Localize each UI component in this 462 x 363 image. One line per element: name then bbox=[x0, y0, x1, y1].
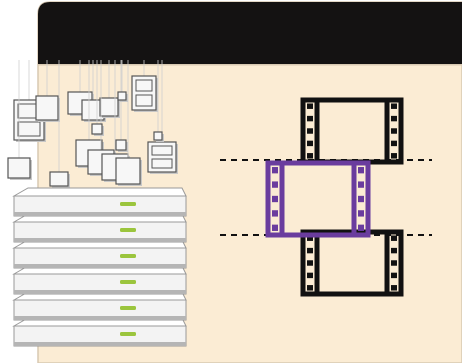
sprocket-hole bbox=[307, 273, 313, 278]
sprocket-hole bbox=[391, 116, 397, 121]
sprocket-hole bbox=[358, 167, 364, 173]
server-status-led bbox=[120, 280, 136, 284]
sprocket-hole bbox=[307, 103, 313, 108]
sprocket-hole bbox=[272, 210, 278, 216]
server-shadow bbox=[14, 316, 186, 320]
sprocket-hole bbox=[307, 260, 313, 265]
sprocket-hole bbox=[272, 196, 278, 202]
server-top-face bbox=[14, 188, 186, 196]
server-shadow bbox=[14, 264, 186, 268]
media-tile bbox=[8, 158, 30, 178]
sprocket-hole bbox=[391, 285, 397, 290]
server-shadow bbox=[14, 342, 186, 346]
sprocket-hole bbox=[307, 141, 313, 146]
server-status-led bbox=[120, 254, 136, 258]
media-tile bbox=[154, 132, 162, 140]
server-shadow bbox=[14, 238, 186, 242]
sprocket-hole bbox=[358, 210, 364, 216]
sprocket-hole bbox=[391, 141, 397, 146]
sprocket-hole bbox=[358, 196, 364, 202]
title-bar-divider bbox=[38, 64, 462, 66]
server-stack-icon bbox=[14, 188, 186, 346]
media-tile bbox=[118, 92, 126, 100]
sprocket-hole bbox=[307, 248, 313, 253]
server-status-led bbox=[120, 332, 136, 336]
sprocket-hole bbox=[358, 181, 364, 187]
media-tile bbox=[116, 158, 140, 184]
sprocket-hole bbox=[391, 260, 397, 265]
sprocket-hole bbox=[391, 248, 397, 253]
sprocket-hole bbox=[272, 225, 278, 231]
sprocket-hole bbox=[391, 153, 397, 158]
sprocket-hole bbox=[272, 181, 278, 187]
server-status-led bbox=[120, 202, 136, 206]
sprocket-hole bbox=[391, 235, 397, 240]
server-status-led bbox=[120, 306, 136, 310]
sprocket-hole bbox=[391, 103, 397, 108]
sprocket-hole bbox=[391, 273, 397, 278]
sprocket-hole bbox=[272, 167, 278, 173]
server-shadow bbox=[14, 212, 186, 216]
media-tile bbox=[36, 96, 58, 120]
sprocket-hole bbox=[307, 128, 313, 133]
sprocket-hole bbox=[307, 285, 313, 290]
sprocket-hole bbox=[307, 153, 313, 158]
window-title-bar bbox=[38, 2, 462, 64]
sprocket-hole bbox=[391, 128, 397, 133]
sprocket-hole bbox=[307, 116, 313, 121]
media-tile bbox=[92, 124, 102, 134]
media-tile bbox=[50, 172, 68, 186]
server-shadow bbox=[14, 290, 186, 294]
sprocket-hole bbox=[358, 225, 364, 231]
media-tile bbox=[116, 140, 126, 150]
server-status-led bbox=[120, 228, 136, 232]
